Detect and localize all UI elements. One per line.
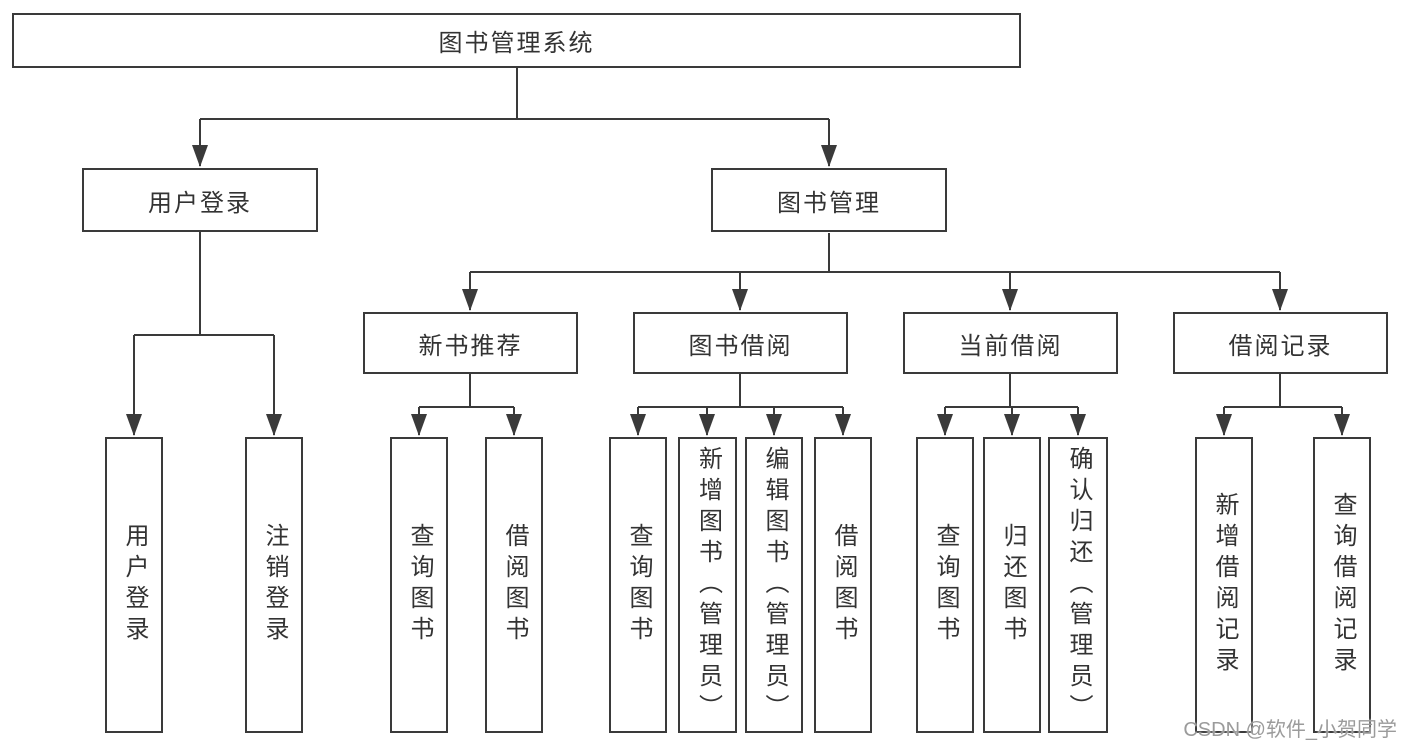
connector-borrowing-records-fork [1224, 374, 1342, 408]
node-label: 注销登录 [261, 523, 288, 647]
node-current-borrowing: 当前借阅 [903, 312, 1118, 374]
node-add-books-admin: 新增图书（管理员） [678, 437, 737, 733]
node-book-borrowing: 图书借阅 [633, 312, 848, 374]
node-label: 图书管理 [777, 189, 881, 217]
node-label: 编辑图书（管理员） [761, 445, 788, 725]
node-label: 查询借阅记录 [1329, 492, 1356, 678]
node-label: 归还图书 [999, 523, 1026, 647]
node-label: 查询图书 [406, 523, 433, 647]
node-label: 确认归还（管理员） [1065, 445, 1092, 725]
connector-book-management-fork [470, 233, 1280, 273]
node-label: 用户登录 [148, 189, 252, 217]
connector-user-login-fork [134, 232, 274, 336]
node-edit-books-admin: 编辑图书（管理员） [745, 437, 803, 733]
node-query-books-current: 查询图书 [916, 437, 974, 733]
node-label: 查询图书 [625, 523, 652, 647]
node-label: 借阅图书 [501, 523, 528, 647]
node-label: 图书管理系统 [438, 30, 595, 57]
node-label: 当前借阅 [958, 332, 1063, 360]
node-borrow-books-borrowing: 借阅图书 [814, 437, 872, 733]
connector-book-borrowing-fork [638, 374, 843, 408]
node-leaf-user-login: 用户登录 [105, 437, 163, 733]
node-label: 新书推荐 [418, 332, 523, 360]
node-label: 新增图书（管理员） [694, 445, 722, 725]
node-borrow-books-recommend: 借阅图书 [485, 437, 543, 733]
node-leaf-logout: 注销登录 [245, 437, 303, 733]
node-book-management: 图书管理 [711, 168, 947, 232]
connector-new-book-rec-fork [419, 374, 514, 408]
node-label: 借阅记录 [1228, 332, 1333, 360]
node-return-books: 归还图书 [983, 437, 1041, 733]
connector-root-fork [200, 68, 829, 120]
node-confirm-return-admin: 确认归还（管理员） [1048, 437, 1108, 733]
node-label: 用户登录 [121, 523, 148, 647]
node-book-management-system: 图书管理系统 [12, 13, 1021, 68]
node-label: 借阅图书 [830, 523, 857, 647]
connector-current-borrowing-fork [945, 374, 1078, 408]
node-add-borrow-record: 新增借阅记录 [1195, 437, 1253, 733]
node-query-borrow-record: 查询借阅记录 [1313, 437, 1371, 733]
node-label: 新增借阅记录 [1211, 492, 1238, 678]
node-borrowing-records: 借阅记录 [1173, 312, 1388, 374]
watermark: CSDN @软件_小贺同学 [1183, 719, 1397, 741]
node-new-book-recommendation: 新书推荐 [363, 312, 578, 374]
node-query-books-recommend: 查询图书 [390, 437, 448, 733]
node-label: 图书借阅 [688, 332, 793, 360]
node-label: 查询图书 [932, 523, 959, 647]
node-user-login: 用户登录 [82, 168, 318, 232]
node-query-books-borrowing: 查询图书 [609, 437, 667, 733]
